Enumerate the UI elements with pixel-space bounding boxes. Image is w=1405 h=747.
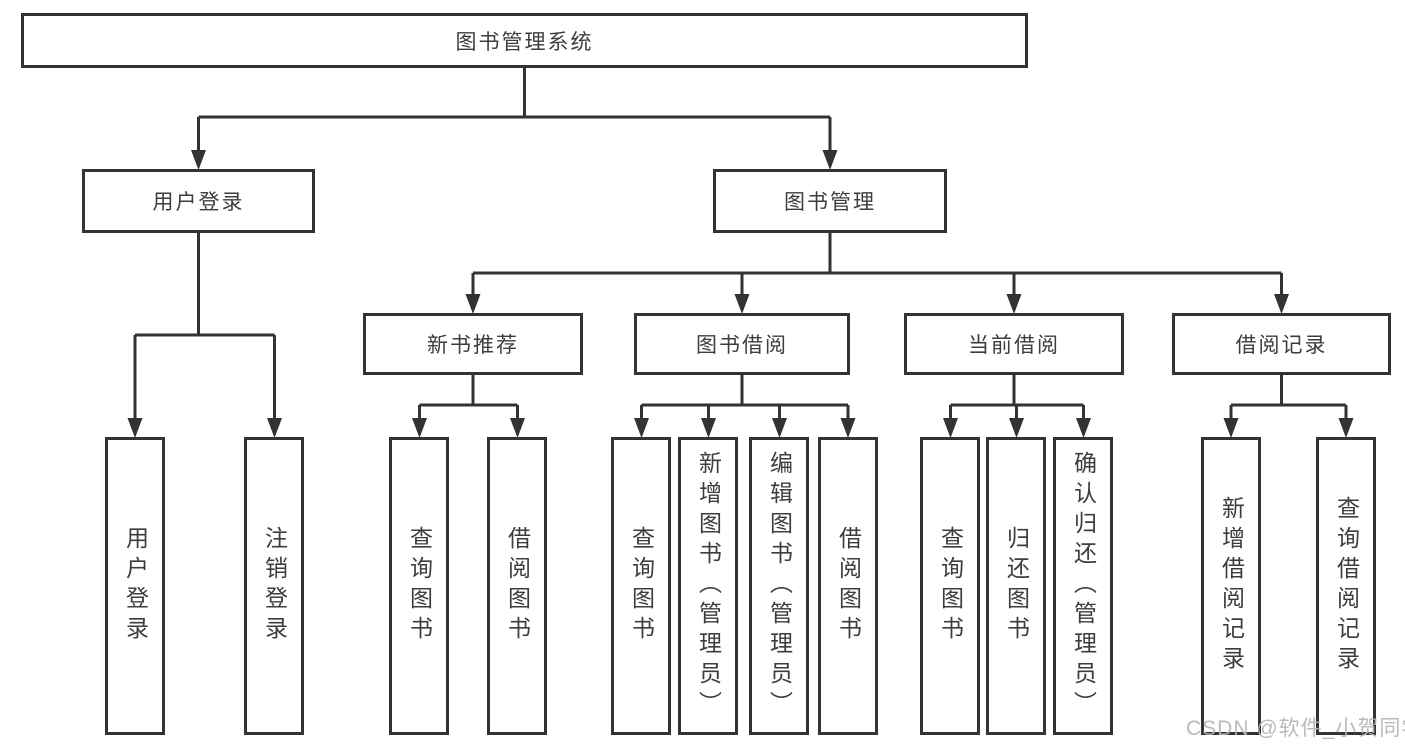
arrowhead-icon [127,418,143,438]
leaf-current-return-book: 归还图书 [986,437,1046,735]
node-user-login: 用户登录 [82,169,315,233]
arrowhead-icon [734,294,750,314]
arrowhead-icon [412,418,427,438]
leaf-record-query: 查询借阅记录 [1316,437,1376,735]
node-current-borrow: 当前借阅 [904,313,1124,375]
leaf-logout: 注销登录 [244,437,304,735]
leaf-borrow-query-book: 查询图书 [611,437,671,735]
connector-current-borrow-split [943,375,1091,438]
node-new-book-rec: 新书推荐 [363,313,583,375]
leaf-newrec-borrow-book: 借阅图书 [487,437,547,735]
arrowhead-icon [634,418,649,438]
leaf-user-login: 用户登录 [105,437,165,735]
connector-borrow-record-split [1223,375,1354,438]
connector-root-split [191,68,838,170]
leaf-borrow-borrow-book: 借阅图书 [818,437,878,735]
arrowhead-icon [510,418,525,438]
arrowhead-icon [1274,294,1289,314]
connector-new-book-rec-split [412,375,525,438]
connector-book-borrow-split [634,375,856,438]
leaf-current-query-book: 查询图书 [920,437,980,735]
arrowhead-icon [943,418,958,438]
csdn-watermark: CSDN @软件_小贺同学 [1186,717,1405,740]
arrowhead-icon [1338,418,1354,438]
connector-user-login-split [127,233,282,438]
arrowhead-icon [1009,418,1024,438]
leaf-newrec-query-book: 查询图书 [389,437,449,735]
arrowhead-icon [1076,418,1091,438]
node-root: 图书管理系统 [21,13,1028,68]
node-book-mgmt: 图书管理 [713,169,947,233]
node-book-borrow: 图书借阅 [634,313,850,375]
arrowhead-icon [701,418,716,438]
arrowhead-icon [840,418,856,438]
node-borrow-record: 借阅记录 [1172,313,1391,375]
leaf-record-add: 新增借阅记录 [1201,437,1261,735]
arrowhead-icon [1006,294,1022,314]
arrowhead-icon [267,418,282,438]
connector-book-mgmt-split [465,233,1289,314]
arrowhead-icon [191,150,206,170]
arrowhead-icon [822,150,838,170]
leaf-borrow-edit-book: 编辑图书（管理员） [749,437,809,735]
arrowhead-icon [772,418,787,438]
leaf-current-confirm-return: 确认归还（管理员） [1053,437,1113,735]
leaf-borrow-add-book: 新增图书（管理员） [678,437,738,735]
arrowhead-icon [465,294,481,314]
arrowhead-icon [1223,418,1239,438]
